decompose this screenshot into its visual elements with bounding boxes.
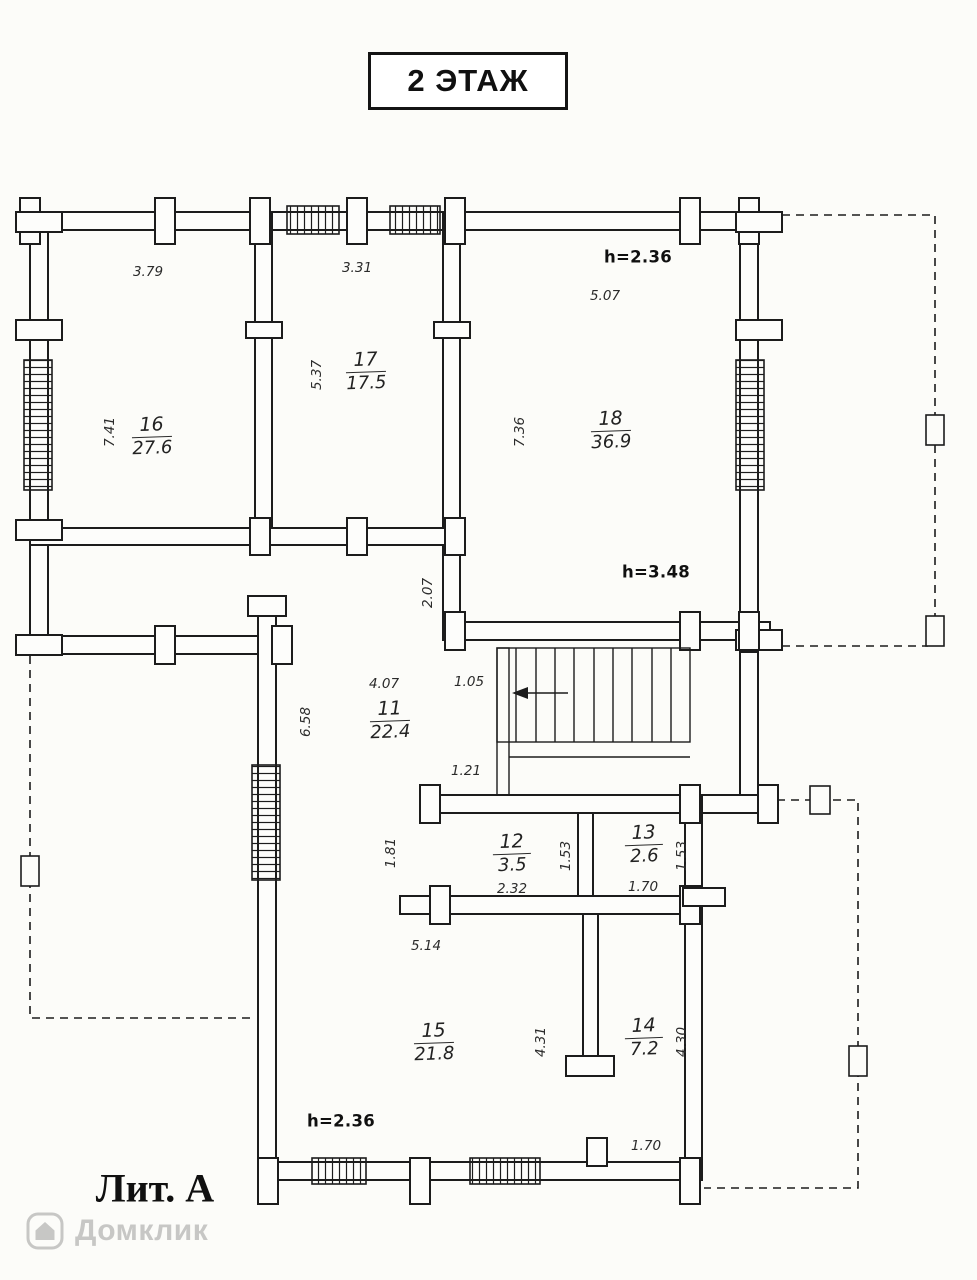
room-area: 2.6: [629, 845, 660, 868]
dim-label: 4.31: [533, 1026, 549, 1058]
room-label-11: 11 22.4: [369, 697, 411, 744]
height-label: h=2.36: [603, 247, 673, 267]
floor-title-box: 2 ЭТАЖ: [368, 52, 568, 110]
stairs: [496, 647, 691, 796]
dim-label: 1.70: [630, 1138, 662, 1154]
height-label: h=3.48: [621, 562, 691, 582]
watermark: Домклик: [26, 1212, 208, 1250]
room-number: 15: [413, 1019, 455, 1045]
room-label-14: 14 7.2: [624, 1014, 664, 1061]
room-number: 12: [492, 830, 532, 856]
room-area: 36.9: [590, 430, 632, 454]
room-area: 3.5: [497, 854, 528, 877]
stairs-arrow-icon: [512, 687, 528, 699]
terrace-posts: [20, 414, 945, 1077]
domclick-logo-icon: [26, 1212, 64, 1250]
dim-label: 7.36: [512, 416, 528, 448]
dim-label: 1.05: [453, 674, 485, 690]
walls: [29, 211, 778, 1181]
room-number: 16: [131, 413, 173, 439]
dim-label: 3.31: [341, 260, 373, 276]
room-number: 14: [624, 1014, 664, 1040]
room-label-16: 16 27.6: [131, 413, 173, 460]
wall-tabs: [15, 197, 783, 1205]
dim-label: 1.53: [674, 840, 690, 872]
room-label-12: 12 3.5: [492, 830, 532, 877]
floor-title: 2 ЭТАЖ: [407, 63, 529, 98]
dim-label: 1.81: [383, 837, 399, 869]
dim-label: 6.58: [298, 706, 314, 738]
room-number: 18: [590, 407, 632, 433]
dim-label: 4.07: [368, 676, 400, 692]
windows: [23, 205, 765, 1185]
dim-label: 1.21: [450, 763, 482, 779]
room-area: 17.5: [345, 371, 387, 395]
room-number: 17: [345, 348, 387, 374]
terrace-dashed-outline: [29, 214, 936, 1189]
dim-label: 5.07: [589, 288, 621, 304]
liter-label: Лит. А: [95, 1165, 215, 1211]
room-area: 22.4: [369, 720, 411, 744]
room-label-15: 15 21.8: [413, 1019, 455, 1066]
room-label-13: 13 2.6: [624, 821, 664, 868]
room-label-18: 18 36.9: [590, 407, 632, 454]
room-area: 21.8: [413, 1042, 455, 1066]
dim-label: 5.37: [309, 359, 325, 391]
room-number: 11: [369, 697, 411, 723]
dim-label: 1.70: [627, 879, 659, 895]
height-label: h=2.36: [306, 1111, 376, 1131]
dim-label: 7.41: [102, 416, 118, 448]
room-label-17: 17 17.5: [345, 348, 387, 395]
dim-label: 2.07: [420, 577, 436, 609]
dim-label: 3.79: [132, 264, 164, 280]
room-area: 7.2: [629, 1038, 660, 1061]
dim-label: 5.14: [410, 938, 442, 954]
room-number: 13: [624, 821, 664, 847]
dim-label: 1.53: [558, 840, 574, 872]
watermark-text: Домклик: [75, 1214, 209, 1247]
dim-label: 2.32: [496, 881, 528, 897]
dim-label: 4.30: [674, 1026, 690, 1058]
room-area: 27.6: [131, 436, 173, 460]
